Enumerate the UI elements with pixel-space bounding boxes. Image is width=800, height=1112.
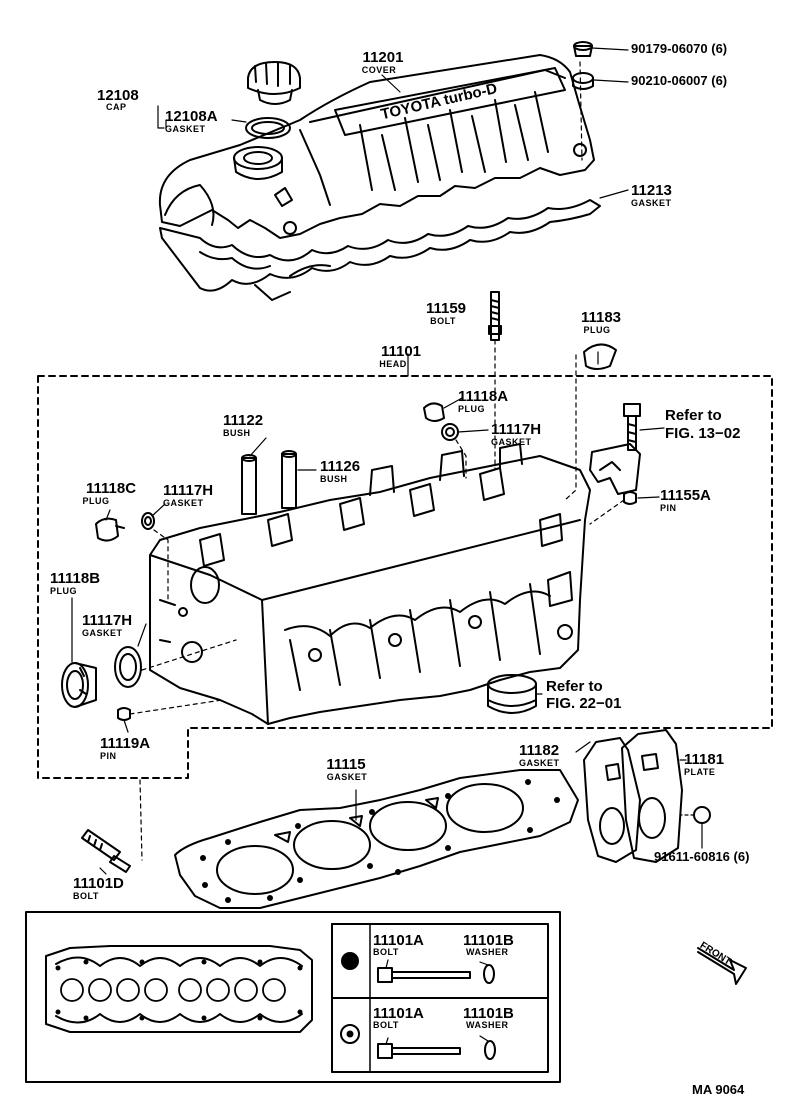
plug-11118c-part-name: PLUG — [82, 496, 110, 506]
cap-gasket-part-number: 12108A — [165, 108, 218, 125]
inset-washer-2-drawing — [484, 1040, 496, 1060]
pin-11155a-drawing — [589, 491, 637, 525]
bolt-11159-part-name: BOLT — [430, 316, 456, 326]
cap-gasket-part-name: GASKET — [165, 124, 206, 134]
head-part-number: 11101 — [380, 343, 422, 360]
plug-11118a-drawing — [423, 402, 445, 422]
washer-part-number: 90210-06007 (6) — [631, 73, 728, 88]
cylinder-head-drawing — [149, 443, 591, 725]
head-bolt-11159-drawing — [488, 291, 502, 471]
cover-gasket-part-name: GASKET — [631, 198, 672, 208]
bush-11126-part-name: BUSH — [320, 474, 348, 484]
figure-code: MA 9064 — [692, 1082, 745, 1097]
head-assembly-boundary — [37, 375, 773, 779]
inset-row2-bolt-number: 11101A — [373, 1005, 424, 1022]
plug-11118b-drawing — [61, 662, 97, 708]
inset-row1-washer-name: WASHER — [466, 947, 509, 957]
plug-11118b-part-name: PLUG — [50, 586, 78, 596]
bush-11126-part-number: 11126 — [320, 458, 361, 475]
inset-row2-washer-number: 11101B — [463, 1005, 514, 1022]
inset-washer-1-drawing — [483, 964, 495, 984]
inset-row2-bolt-name: BOLT — [373, 1020, 399, 1030]
plug-11118c-part-number: 11118C — [85, 480, 137, 497]
pin-11119a-part-number: 11119A — [100, 735, 151, 752]
plate-bolt-part-number: 91611-60816 (6) — [654, 849, 750, 864]
cover-part-name: COVER — [361, 65, 397, 75]
pin-11155a-part-name: PIN — [660, 503, 677, 513]
oil-cap-drawing — [247, 61, 301, 105]
plate-11181-part-name: PLATE — [684, 767, 716, 777]
plug-11118c-drawing — [95, 517, 125, 542]
bush-11126-drawing — [281, 450, 297, 509]
inset-row1-bolt-number: 11101A — [373, 932, 424, 949]
refer-13-02-line2: FIG. 13−02 — [665, 425, 741, 442]
cover-part-number: 11201 — [362, 49, 404, 66]
plate-bolt-drawing — [679, 806, 711, 849]
open-circle-marker — [340, 1024, 360, 1044]
plate-11181-drawing — [621, 729, 687, 863]
plug-11183-part-name: PLUG — [583, 325, 611, 335]
refer-13-02-line1: Refer to — [665, 407, 722, 424]
cover-gasket-drawing — [159, 199, 601, 301]
gasket-11117h-low-part-number: 11117H — [82, 612, 133, 629]
gasket-11117h-left-drawing — [141, 512, 169, 601]
bolt-pattern-inset — [25, 911, 561, 1083]
bolt-11159-part-number: 11159 — [425, 300, 467, 317]
pin-11155a-part-number: 11155A — [660, 487, 711, 504]
plug-11118b-part-number: 11118B — [50, 570, 101, 587]
head-gasket-drawing — [174, 769, 579, 909]
bush-11122-drawing — [241, 454, 257, 515]
bolt-11101d-part-number: 11101D — [73, 875, 124, 892]
head-top-view-drawing — [45, 945, 313, 1033]
inset-row2-washer-name: WASHER — [466, 1020, 509, 1030]
cap-gasket-drawing — [245, 117, 291, 139]
gasket-11182-part-number: 11182 — [519, 742, 560, 759]
gasket-11117h-low-drawing — [114, 639, 237, 688]
cap-part-number: 12108 — [97, 87, 139, 104]
inset-row1-washer-number: 11101B — [463, 932, 514, 949]
bolt-11101d-part-name: BOLT — [73, 891, 99, 901]
pin-11119a-part-name: PIN — [100, 751, 117, 761]
gasket-11115-part-number: 11115 — [326, 756, 366, 773]
head-bolt-11101d-drawing — [81, 779, 143, 875]
gasket-11117h-left-part-number: 11117H — [163, 482, 214, 499]
gasket-11117h-top-part-number: 11117H — [491, 421, 542, 438]
bush-11122-part-number: 11122 — [223, 412, 264, 429]
nozzle-sleeve-drawing — [487, 674, 537, 714]
plug-11183-part-number: 11183 — [580, 309, 622, 326]
plug-11183-drawing — [564, 343, 617, 501]
plate-11181-part-number: 11181 — [684, 751, 725, 768]
valve-cover-drawing — [158, 54, 595, 239]
cover-washer-drawing — [572, 72, 594, 90]
bracket-bolt-drawing — [623, 403, 641, 451]
cap-part-name: CAP — [106, 102, 127, 112]
refer-22-01-line2: FIG. 22−01 — [546, 695, 622, 712]
gasket-11117h-low-part-name: GASKET — [82, 628, 123, 638]
bush-11122-part-name: BUSH — [223, 428, 251, 438]
bracket-drawing — [589, 443, 641, 495]
gasket-11117h-left-part-name: GASKET — [163, 498, 204, 508]
pin-11119a-drawing — [117, 699, 223, 721]
plate-gasket-11182-drawing — [575, 737, 641, 863]
inset-bolt-short-drawing — [377, 1043, 461, 1059]
front-arrow-icon — [697, 947, 747, 985]
gasket-11117h-top-part-name: GASKET — [491, 437, 532, 447]
head-part-name: HEAD — [379, 359, 407, 369]
plug-11118a-part-number: 11118A — [458, 388, 509, 405]
inset-bolt-long-drawing — [377, 967, 471, 983]
gasket-11115-part-name: GASKET — [326, 772, 368, 782]
gasket-11182-part-name: GASKET — [519, 758, 560, 768]
nut-part-number: 90179-06070 (6) — [631, 41, 728, 56]
cover-nut-drawing — [573, 41, 593, 57]
cover-gasket-part-number: 11213 — [631, 182, 672, 199]
plug-11118a-part-name: PLUG — [458, 404, 486, 414]
filled-circle-marker — [341, 952, 359, 970]
inset-row1-bolt-name: BOLT — [373, 947, 399, 957]
refer-22-01-line1: Refer to — [546, 678, 603, 695]
